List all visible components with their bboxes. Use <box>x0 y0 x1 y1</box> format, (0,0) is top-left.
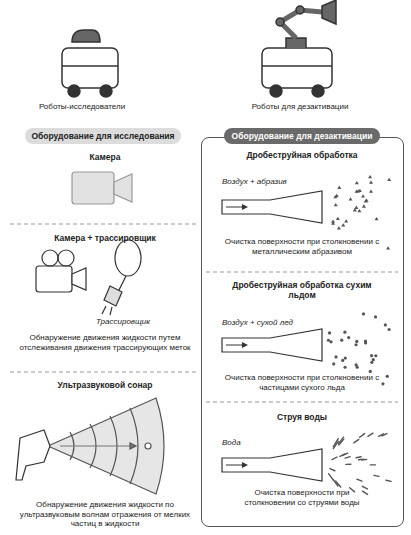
flow-label: Воздух + абразив <box>222 177 332 187</box>
divider <box>10 224 398 402</box>
header-text: Оборудование для исследования <box>31 131 174 141</box>
section-title: Камера <box>20 152 190 162</box>
section-header: Оборудование для исследования <box>25 128 180 144</box>
caption-text: Очистка поверхности при столкновении с ч… <box>206 373 398 392</box>
sonar-icon <box>16 398 164 494</box>
camera-icon <box>72 172 132 204</box>
section-title: Дробеструйная обработка сухим льдом <box>232 280 372 300</box>
caption-text: Роботы-исследователи <box>12 102 152 112</box>
section-title: Струя воды <box>206 412 398 422</box>
camera-tracer-icon <box>36 240 141 315</box>
section-title: Ультразвуковой сонар <box>20 380 190 390</box>
caption-text: Обнаружение движения жидкости по ультраз… <box>10 500 200 529</box>
caption-text: Роботы для дезактивации <box>220 102 380 112</box>
caption-text: Обнаружение движения жидкости путем отсл… <box>14 333 196 352</box>
decon-robot <box>262 0 336 97</box>
section-title: Камера + трассировщик <box>20 233 190 243</box>
flow-label: Трассировщик <box>96 317 176 327</box>
header-text: Оборудование для дезактивации <box>224 128 381 144</box>
caption-text: Очистка поверхности при столкновении со … <box>232 488 372 507</box>
section-title: Дробеструйная обработка <box>206 150 398 160</box>
equipment-panel: Оборудование для дезактивации <box>201 137 404 527</box>
nozzle <box>222 175 391 494</box>
flow-label: Вода <box>222 438 332 448</box>
caption-text: Очистка поверхности при столкновении с м… <box>206 237 398 256</box>
survey-robot <box>62 30 118 97</box>
flow-label: Воздух + сухой лед <box>222 318 332 328</box>
